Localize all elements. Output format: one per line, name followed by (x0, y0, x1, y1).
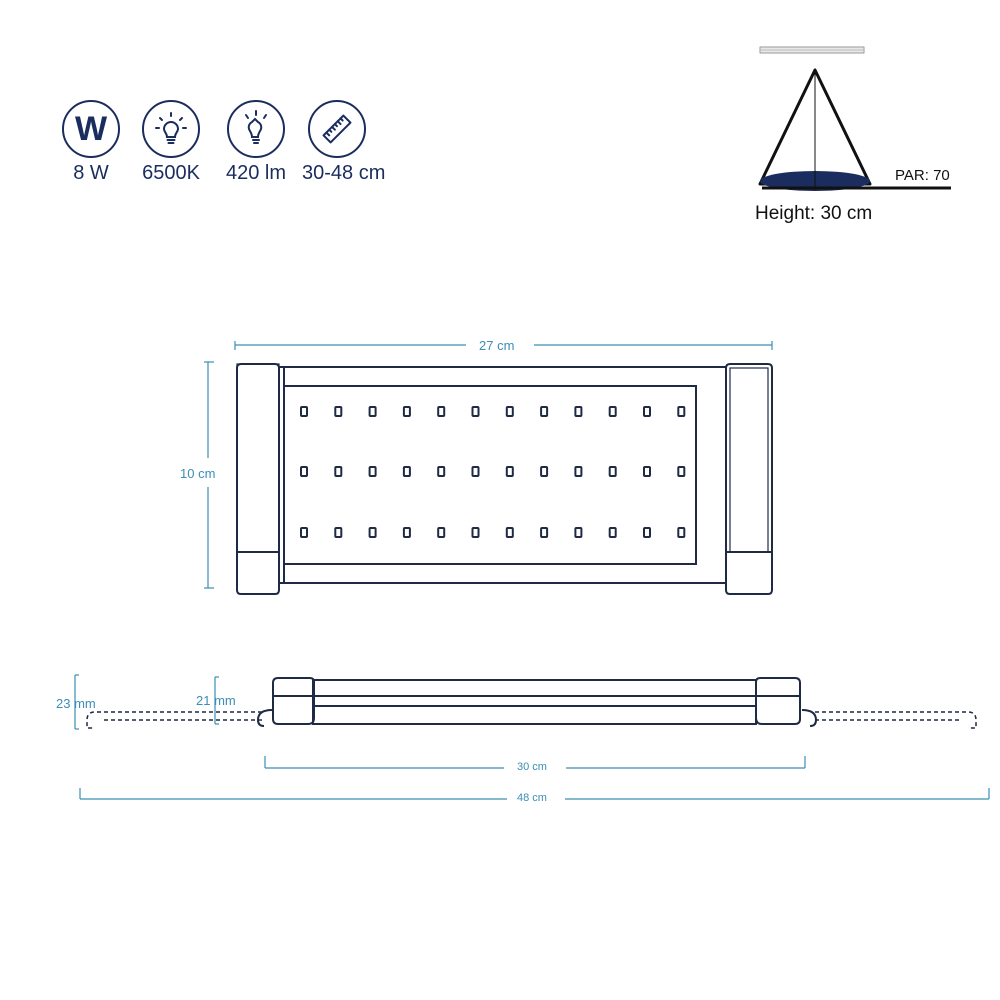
led-chip (300, 527, 308, 538)
led-chip (334, 527, 343, 538)
power-w-letter: W (74, 110, 108, 148)
led-chip (540, 406, 549, 417)
top-view-drawing (204, 341, 773, 595)
side-end-cap-left (272, 677, 315, 725)
par-value-label: PAR: 70 (895, 167, 950, 184)
led-grid (300, 406, 686, 538)
end-cap-right (725, 363, 773, 595)
led-chip (574, 466, 583, 477)
end-cap-left (236, 363, 280, 595)
led-chip (471, 527, 480, 538)
led-chip (334, 406, 343, 417)
extended-length-dimension (79, 788, 990, 800)
thickness-outer-label: 23 mm (56, 696, 96, 711)
light-bulb-icon (142, 100, 200, 158)
led-chip (677, 466, 686, 477)
top-view-height-label: 10 cm (180, 466, 216, 481)
spec-length-range: 30-48 cm (302, 100, 386, 185)
top-view-width-label: 27 cm (479, 338, 515, 353)
led-chip (402, 527, 411, 538)
led-chip (402, 406, 411, 417)
led-chip (643, 406, 651, 417)
spec-luminous-flux-label: 420 lm (225, 162, 287, 184)
led-chip (368, 527, 377, 538)
spec-power-label: 8 W (73, 162, 109, 184)
led-chip (574, 527, 583, 538)
led-chip (643, 466, 651, 477)
led-chip (437, 527, 446, 538)
led-chip (437, 466, 446, 477)
led-chip (300, 406, 308, 417)
led-chip (437, 406, 446, 417)
led-chip (505, 527, 514, 538)
led-chip (608, 466, 617, 477)
extended-length-label: 48 cm (517, 792, 547, 804)
par-diagram (758, 46, 951, 191)
spec-power: W 8 W (56, 100, 126, 185)
side-view-drawing (74, 674, 990, 800)
led-chip (300, 466, 308, 477)
body-length-dimension (264, 756, 806, 769)
thickness-dimensions (74, 674, 219, 730)
spec-luminous-flux: 420 lm (221, 100, 291, 185)
led-chip (402, 466, 411, 477)
extension-rails (86, 711, 977, 729)
mounting-hooks (256, 709, 818, 727)
spec-color-temperature-label: 6500K (142, 162, 200, 184)
led-chip (471, 466, 480, 477)
power-w-icon: W (62, 100, 120, 158)
led-chip (608, 527, 617, 538)
led-chip (368, 466, 377, 477)
led-chip (471, 406, 480, 417)
lamp-side-view (272, 677, 801, 725)
led-chip (540, 466, 549, 477)
width-dimension (234, 341, 773, 350)
led-chip (368, 406, 377, 417)
led-chip (677, 406, 686, 417)
led-chip (574, 406, 583, 417)
lumen-bulb-icon (227, 100, 285, 158)
ruler-icon (308, 100, 366, 158)
thickness-inner-label: 21 mm (196, 693, 236, 708)
lamp-top-view (236, 363, 773, 595)
led-chip (540, 527, 549, 538)
par-height-label: Height: 30 cm (755, 203, 873, 224)
led-chip (505, 466, 514, 477)
body-length-label: 30 cm (517, 761, 547, 773)
led-chip (505, 406, 514, 417)
led-chip (334, 466, 343, 477)
led-chip (608, 406, 617, 417)
led-chip (643, 527, 651, 538)
side-end-cap-right (755, 677, 801, 725)
led-chip (677, 527, 686, 538)
spec-color-temperature: 6500K (136, 100, 206, 185)
height-dimension (204, 361, 214, 589)
spec-length-range-label: 30-48 cm (302, 162, 386, 184)
